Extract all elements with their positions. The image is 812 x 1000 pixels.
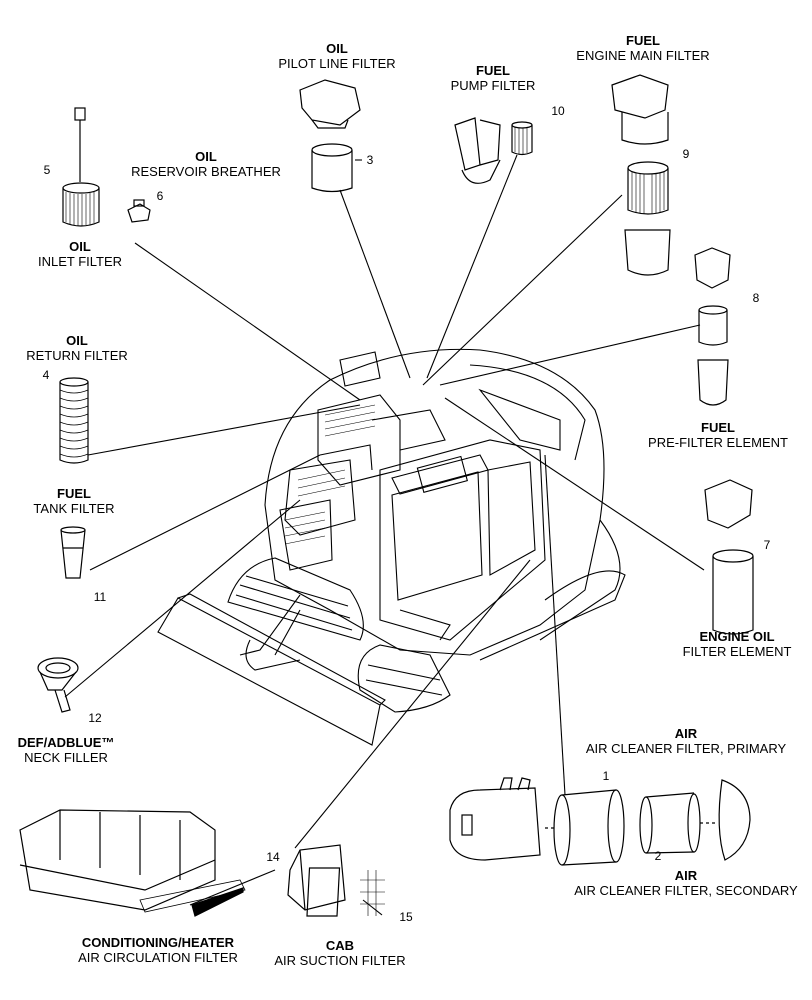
callout-7: 7 (763, 538, 771, 552)
oil-return-filter-part (59, 377, 89, 464)
label-sub: INLET FILTER (37, 254, 123, 269)
label-title: ENGINE OIL (699, 629, 775, 644)
label-title: OIL (326, 41, 348, 56)
fuel-pump-filter-part (454, 117, 533, 184)
label-title: OIL (69, 239, 91, 254)
air-cleaner-part (449, 777, 751, 866)
leader-lines (64, 154, 705, 916)
callout-9: 9 (682, 147, 690, 161)
label-sub: AIR CLEANER FILTER, SECONDARY (574, 883, 798, 898)
engine-oil-filter-part (704, 479, 754, 635)
label-def-neck-filler: DEF/ADBLUE™ NECK FILLER (18, 735, 115, 765)
label-sub: ENGINE MAIN FILTER (576, 48, 710, 63)
callout-8: 8 (752, 291, 760, 305)
label-sub: RESERVOIR BREATHER (131, 164, 281, 179)
label-sub: NECK FILLER (24, 750, 108, 765)
callout-5: 5 (43, 163, 51, 177)
callout-11: 11 (93, 590, 107, 604)
label-title: AIR (674, 868, 698, 883)
label-oil-reservoir-breather: OIL RESERVOIR BREATHER (131, 149, 281, 179)
label-sub: TANK FILTER (33, 501, 115, 516)
excavator (157, 348, 626, 746)
label-title: OIL (66, 333, 88, 348)
label-engine-oil-filter: ENGINE OIL FILTER ELEMENT (683, 629, 792, 659)
callout-3: 3 (366, 153, 374, 167)
label-sub: PRE-FILTER ELEMENT (648, 435, 788, 450)
label-oil-pilot-line-filter: OIL PILOT LINE FILTER (278, 41, 395, 71)
callout-12: 12 (88, 711, 102, 725)
label-sub: AIR CIRCULATION FILTER (78, 950, 238, 965)
callout-2: 2 (654, 849, 662, 863)
label-oil-return-filter: OIL RETURN FILTER (26, 333, 128, 363)
label-title: CAB (325, 938, 355, 953)
conditioning-heater-part (19, 809, 246, 917)
label-cab-air-suction: CAB AIR SUCTION FILTER (274, 938, 405, 968)
oil-inlet-filter-part (62, 107, 100, 227)
label-fuel-engine-main-filter: FUEL ENGINE MAIN FILTER (576, 33, 709, 63)
callout-4: 4 (42, 368, 50, 382)
cab-filter-part (287, 844, 385, 917)
label-sub: AIR SUCTION FILTER (274, 953, 406, 968)
label-fuel-pre-filter: FUEL PRE-FILTER ELEMENT (648, 420, 788, 450)
label-sub: RETURN FILTER (26, 348, 128, 363)
pilot-line-filter-part (299, 79, 361, 193)
callout-10: 10 (551, 104, 565, 118)
label-sub: PUMP FILTER (450, 78, 536, 93)
fuel-pre-filter-part (694, 247, 731, 406)
label-title: AIR (674, 726, 698, 741)
label-title: OIL (195, 149, 217, 164)
callout-15: 15 (399, 910, 413, 924)
label-title: FUEL (476, 63, 510, 78)
reservoir-breather-part (127, 199, 151, 223)
label-fuel-pump-filter: FUEL PUMP FILTER (451, 63, 536, 93)
label-sub: PILOT LINE FILTER (278, 56, 396, 71)
callout-14: 14 (266, 850, 280, 864)
label-conditioning-heater: CONDITIONING/HEATER AIR CIRCULATION FILT… (78, 935, 238, 965)
def-neck-filler-part (37, 657, 79, 713)
label-title: FUEL (701, 420, 735, 435)
label-oil-inlet-filter: OIL INLET FILTER (38, 239, 122, 269)
label-sub: AIR CLEANER FILTER, PRIMARY (585, 741, 787, 756)
fuel-tank-filter-part (60, 526, 86, 579)
callout-1: 1 (602, 769, 610, 783)
label-title: FUEL (57, 486, 91, 501)
label-title: DEF/ADBLUE™ (17, 735, 115, 750)
label-fuel-tank-filter: FUEL TANK FILTER (33, 486, 114, 516)
label-sub: FILTER ELEMENT (682, 644, 792, 659)
fuel-main-filter-part (611, 74, 671, 276)
label-title: FUEL (626, 33, 660, 48)
label-title: CONDITIONING/HEATER (81, 935, 235, 950)
callout-6: 6 (156, 189, 164, 203)
label-air-cleaner-secondary: AIR AIR CLEANER FILTER, SECONDARY (574, 868, 797, 898)
label-air-cleaner-primary: AIR AIR CLEANER FILTER, PRIMARY (586, 726, 786, 756)
